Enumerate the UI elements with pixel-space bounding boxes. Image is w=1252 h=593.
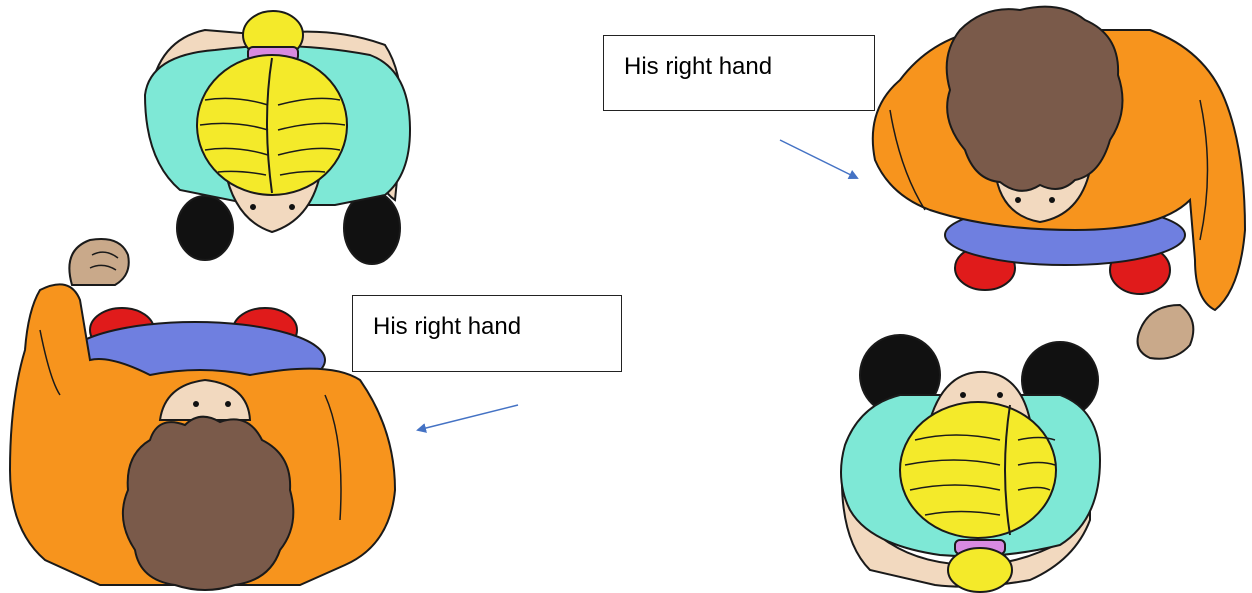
boy-fist-fingers [89,251,119,271]
boy2-jacket-folds [889,99,1209,241]
boy2-hand [1136,303,1195,360]
boy-jacket-folds [39,329,342,521]
girl-hair-strands [199,97,346,176]
boy2-curly-hair [945,5,1124,192]
label-his-right-hand-top: His right hand [603,35,875,111]
girl-figure-top-left [143,10,412,265]
boy-raised-fist [68,238,130,286]
label-his-right-hand-left: His right hand [352,295,622,372]
girl2-eye-right [997,392,1003,398]
boy-figure-top-right [871,5,1247,360]
girl-shoe-right [343,191,401,265]
girl-figure-bottom-right [840,334,1102,593]
girl-eye-right [289,204,295,210]
girl-shoe-left [176,195,234,261]
girl2-hair-part [1004,404,1011,536]
arrow-left [416,404,519,433]
arrow-top-right [779,139,859,179]
girl2-eye-left [960,392,966,398]
boy2-eye-right [1049,197,1055,203]
boy-curly-hair [121,415,295,591]
boy-eye-right [225,401,231,407]
girl2-hair-strands [904,434,1056,516]
girl2-hair [899,401,1057,539]
boy-eye-left [193,401,199,407]
boy-figure-bottom-left [8,238,397,591]
girl2-hair-bun [947,547,1013,593]
girl-eye-left [250,204,256,210]
girl-hair [196,54,348,196]
boy-face [158,378,252,421]
girl-hair-part [266,57,273,194]
boy2-eye-left [1015,197,1021,203]
